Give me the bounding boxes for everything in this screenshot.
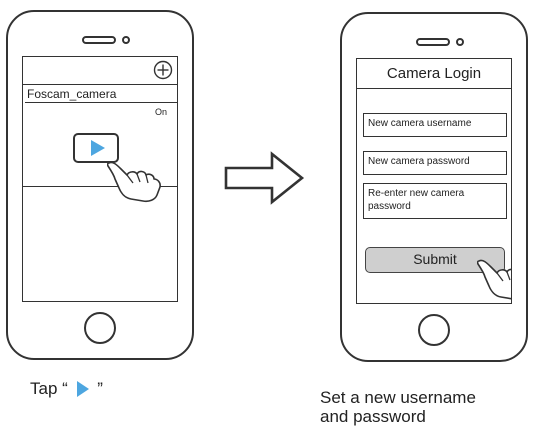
- camera-name-label: Foscam_camera: [25, 85, 177, 103]
- caption-tap-suffix: ”: [97, 379, 103, 399]
- pointing-hand-icon: [477, 259, 511, 300]
- speaker-slot: [82, 36, 116, 44]
- right-caption: Set a new username and password: [320, 388, 545, 426]
- reenter-line-2: password: [368, 201, 411, 212]
- plus-circle-icon[interactable]: [153, 60, 173, 80]
- reenter-line-1: Re-enter new camera: [368, 188, 465, 199]
- caption-right-line-2: and password: [320, 407, 426, 426]
- left-screen: Foscam_camera On: [22, 56, 178, 302]
- home-button: [84, 312, 116, 344]
- new-password-field[interactable]: New camera password: [363, 151, 507, 175]
- status-label: On: [154, 107, 167, 117]
- play-icon: [91, 140, 105, 156]
- top-bar: [23, 57, 177, 85]
- pointing-hand-icon: [107, 161, 161, 203]
- play-icon: [76, 380, 89, 397]
- front-camera: [456, 38, 464, 46]
- speaker-slot: [416, 38, 450, 46]
- login-title: Camera Login: [357, 59, 511, 89]
- home-button: [418, 314, 450, 346]
- caption-right-line-1: Set a new username: [320, 388, 476, 407]
- front-camera: [122, 36, 130, 44]
- left-caption: Tap “ ”: [30, 378, 103, 398]
- reenter-password-field[interactable]: Re-enter new camera password: [363, 183, 507, 219]
- right-arrow-icon: [224, 151, 305, 205]
- left-phone: Foscam_camera On: [6, 10, 194, 360]
- camera-list-item[interactable]: [23, 103, 177, 187]
- right-screen: Camera Login New camera username New cam…: [356, 58, 512, 304]
- caption-tap-prefix: Tap “: [30, 379, 68, 399]
- play-button[interactable]: [73, 133, 119, 163]
- new-username-field[interactable]: New camera username: [363, 113, 507, 137]
- right-phone: Camera Login New camera username New cam…: [340, 12, 528, 362]
